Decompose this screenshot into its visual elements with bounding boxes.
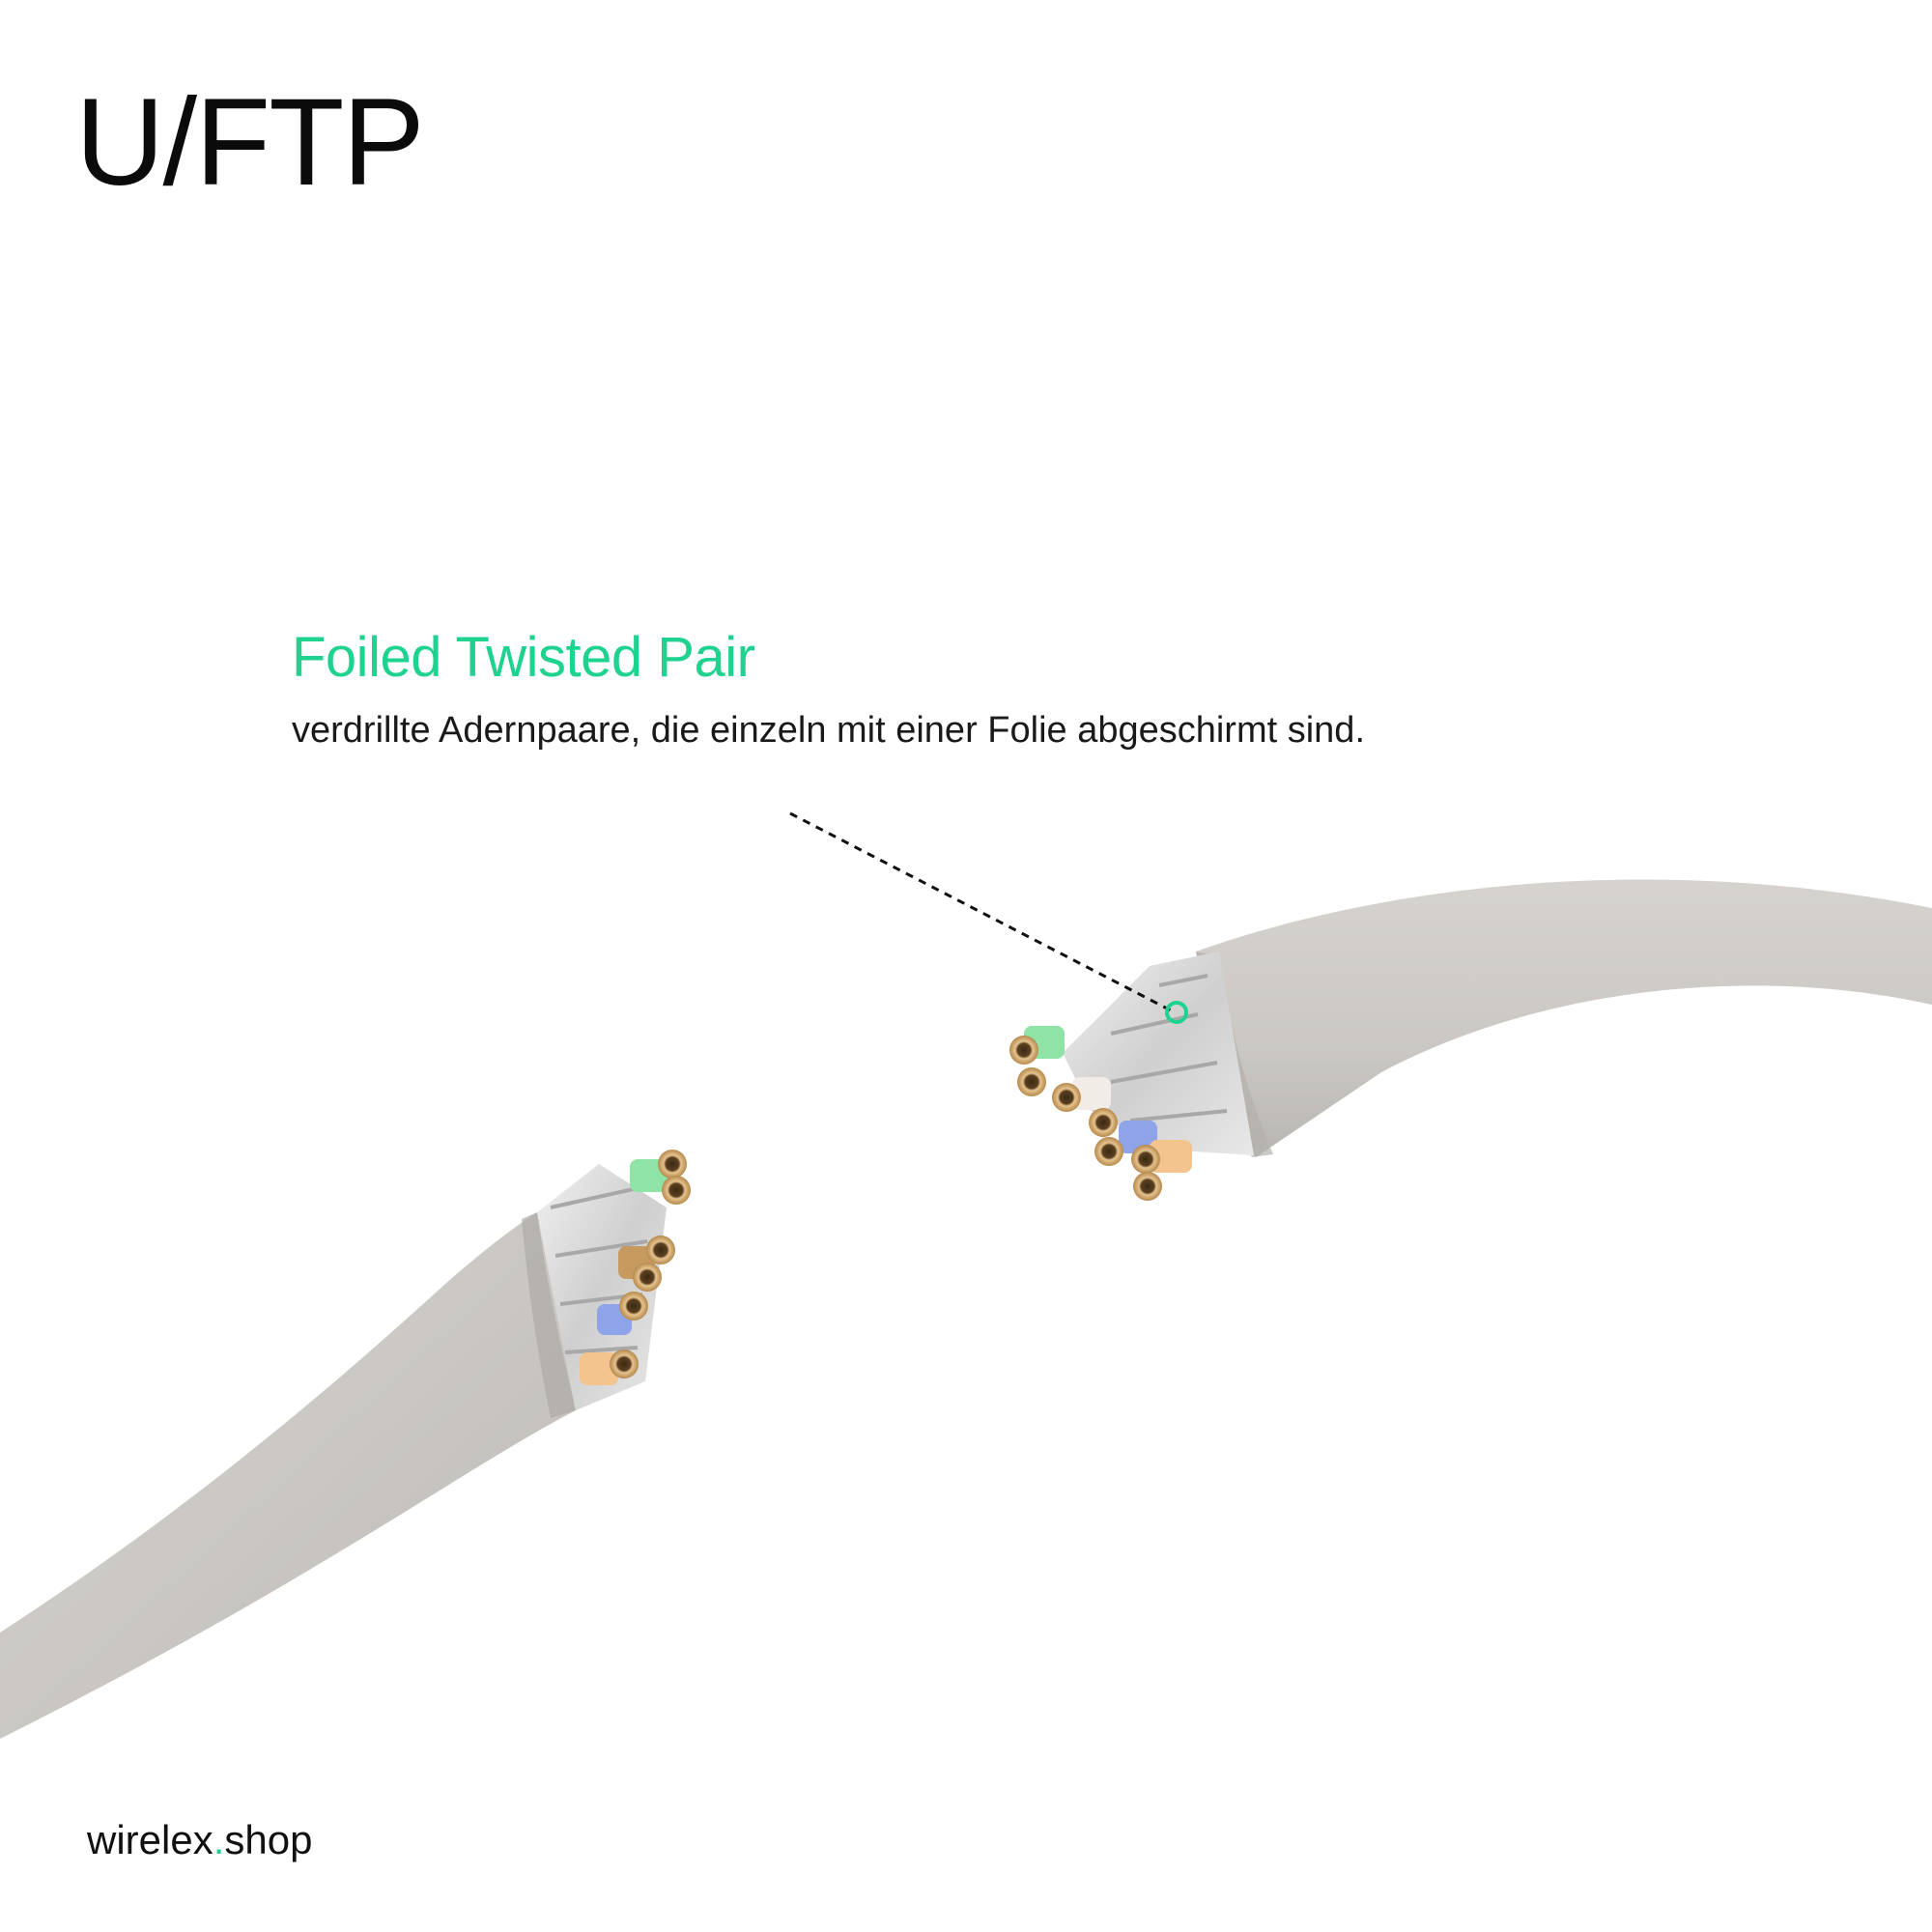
cable-right [1009, 879, 1932, 1201]
brand-logo: wirelex.shop [87, 1820, 312, 1861]
leader-line [789, 811, 1172, 1012]
cable-left [0, 1150, 691, 1739]
brand-tld: shop [224, 1817, 313, 1862]
callout-description: verdrillte Adernpaare, die einzeln mit e… [292, 710, 1365, 751]
wire-ends-left [580, 1150, 691, 1385]
circle-marker-icon [1165, 1001, 1188, 1024]
wire-ends-right [1009, 1026, 1192, 1201]
brand-dot: . [213, 1817, 225, 1862]
brand-name: wirelex [87, 1817, 213, 1862]
callout-heading: Foiled Twisted Pair [292, 626, 755, 689]
page-title: U/FTP [75, 73, 425, 212]
